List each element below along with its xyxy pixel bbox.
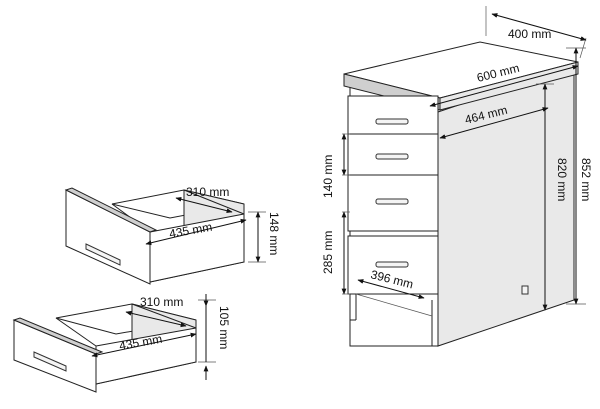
drawer-handle-1: [375, 118, 409, 125]
cabinet-carcass-height-label: 820 mm: [555, 158, 569, 201]
bottom-drawer-handle: [33, 351, 67, 372]
cabinet-total-height-label: 852 mm: [579, 158, 593, 201]
top-drawer-depth-label: 310 mm: [186, 185, 229, 199]
cabinet-depth-label: 400 mm: [508, 27, 551, 41]
cabinet-drawer-small-label: 140 mm: [321, 155, 335, 198]
bottom-drawer-drawing: [12, 303, 197, 393]
top-drawer-drawing: [64, 187, 245, 285]
bottom-drawer-front: [13, 319, 97, 393]
cabinet-drawing: [343, 41, 579, 347]
cabinet-leveler: [521, 285, 529, 295]
top-drawer-handle: [85, 243, 121, 266]
cabinet-drawer-large-label: 285 mm: [321, 231, 335, 274]
bottom-drawer-height-label: 105 mm: [217, 306, 231, 349]
top-drawer-height-label: 148 mm: [267, 212, 281, 255]
drawer-handle-4: [375, 261, 409, 268]
bottom-drawer-depth-label: 310 mm: [140, 295, 183, 309]
drawer-handle-3: [375, 198, 409, 205]
drawer-handle-2: [375, 153, 409, 160]
